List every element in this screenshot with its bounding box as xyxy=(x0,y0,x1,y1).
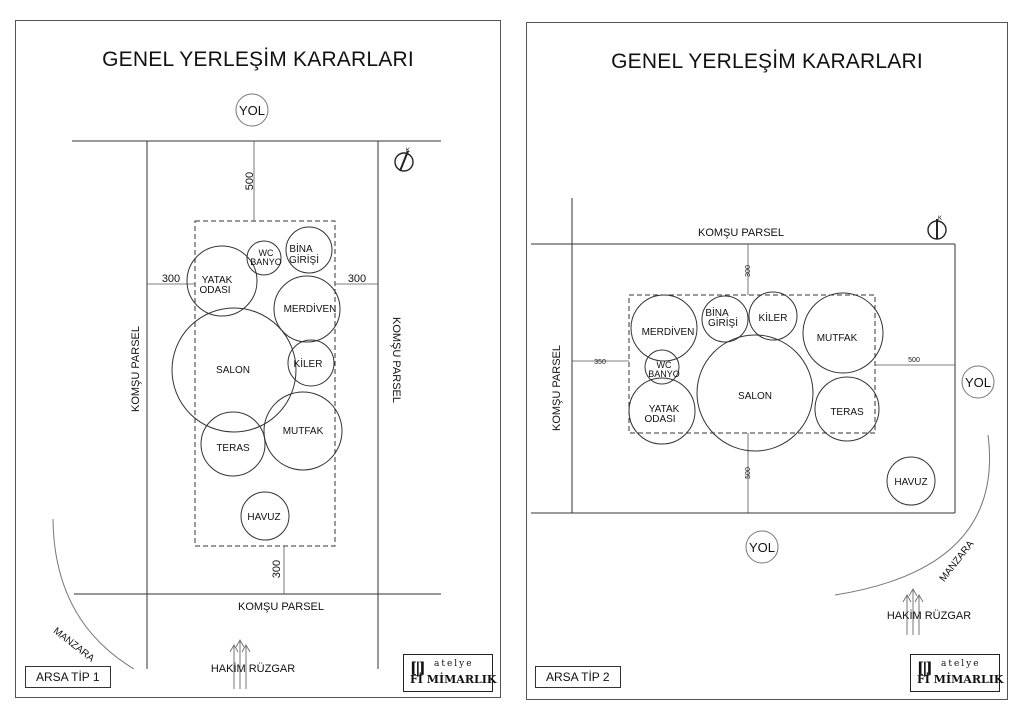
label-yatak-1: YATAK xyxy=(202,275,233,286)
bubble-teras xyxy=(814,376,880,442)
sheet-type-box: ARSA TİP 1 xyxy=(25,666,111,688)
sheet-title: GENEL YERLEŞİM KARARLARI xyxy=(102,48,414,71)
bubble-yatak-odasi xyxy=(186,245,258,317)
label-kiler: KİLER xyxy=(759,311,788,324)
label-yatak-1: YATAK xyxy=(649,404,680,415)
bubble-bina-girisi xyxy=(701,295,749,343)
label-bina-1: BİNA xyxy=(289,242,313,255)
label-teras: TERAS xyxy=(216,443,250,454)
north-label: K xyxy=(406,148,410,154)
label-mutfak: MUTFAK xyxy=(283,426,324,437)
label-havuz: HAVUZ xyxy=(894,477,927,488)
dimension-top: 500 xyxy=(244,172,256,190)
dimension-bottom: 500 xyxy=(745,467,752,479)
label-merdiven: MERDİVEN xyxy=(284,302,337,315)
sheet-title: GENEL YERLEŞİM KARARLARI xyxy=(611,50,923,73)
sheet-type-box: ARSA TİP 2 xyxy=(535,666,621,688)
label-wc-1: WC xyxy=(259,248,274,258)
label-wc-1: WC xyxy=(657,360,672,370)
north-arrow-icon: K xyxy=(927,216,947,240)
bubble-bina-girisi xyxy=(285,226,333,274)
label-bina-2: GİRİŞİ xyxy=(289,253,319,266)
label-merdiven: MERDİVEN xyxy=(642,325,695,338)
dimension-left: 300 xyxy=(162,273,180,285)
wind-arrows-icon xyxy=(229,638,251,689)
dimension-right: 300 xyxy=(348,273,366,285)
firm-logo: [|] atelye Fİ MİMARLIK xyxy=(910,654,1004,692)
neighbor-label-top: KOMŞU PARSEL xyxy=(698,227,784,239)
north-arrow-icon: K xyxy=(394,148,414,172)
neighbor-label-left: KOMŞU PARSEL xyxy=(130,326,142,412)
wind-label: HAKİM RÜZGAR xyxy=(887,609,971,622)
dimension-left: 350 xyxy=(594,359,606,366)
bubble-salon xyxy=(171,307,297,433)
label-bina-1: BİNA xyxy=(705,306,729,319)
label-yatak-2: ODASI xyxy=(199,285,230,296)
site-plan-diagram: YOL 500 300 300 300 KOMŞU PARSEL KOMŞU P… xyxy=(51,93,441,689)
neighbor-label-right: KOMŞU PARSEL xyxy=(390,317,402,403)
bubble-havuz xyxy=(240,491,290,541)
bubble-yatak-odasi xyxy=(628,377,696,445)
neighbor-label-bottom: KOMŞU PARSEL xyxy=(238,601,324,613)
road-label-bottom: YOL xyxy=(749,540,775,555)
building-footprint xyxy=(194,220,336,547)
label-wc-2: BANYO xyxy=(250,257,282,267)
view-arc xyxy=(52,518,135,670)
bubble-mutfak xyxy=(802,292,884,374)
bubble-merdiven xyxy=(630,294,698,362)
logo-mark-icon: [|] xyxy=(410,659,426,677)
label-teras: TERAS xyxy=(830,407,864,418)
firm-logo: [|] atelye Fİ MİMARLIK xyxy=(403,654,497,692)
label-bina-2: GİRİŞİ xyxy=(708,316,738,329)
logo-subtitle: atelye xyxy=(941,659,981,669)
road-label-right: YOL xyxy=(965,375,991,390)
sheet-arsa-tip-2: GENEL YERLEŞİM KARARLARI KOMŞU PARSEL KO… xyxy=(526,22,1008,700)
bubble-havuz xyxy=(886,456,936,506)
label-salon: SALON xyxy=(216,365,250,376)
building-footprint xyxy=(628,294,876,434)
label-mutfak: MUTFAK xyxy=(817,333,858,344)
logo-subtitle: atelye xyxy=(434,659,474,669)
bubble-wc-banyo xyxy=(644,349,680,385)
label-yatak-2: ODASI xyxy=(644,414,675,425)
bubble-teras xyxy=(200,411,266,477)
dimension-top: 300 xyxy=(745,265,752,277)
wind-arrows-icon xyxy=(902,587,924,635)
bubble-kiler xyxy=(748,291,798,341)
bubble-kiler xyxy=(287,339,335,387)
label-havuz: HAVUZ xyxy=(247,512,280,523)
logo-name: Fİ MİMARLIK xyxy=(410,673,497,686)
north-label: K xyxy=(938,216,942,222)
neighbor-label-left: KOMŞU PARSEL xyxy=(551,345,563,431)
bubble-salon xyxy=(696,334,814,452)
dimension-bottom: 300 xyxy=(271,560,283,578)
dimension-right: 500 xyxy=(908,357,920,364)
sheet-arsa-tip-1: GENEL YERLEŞİM KARARLARI YOL 500 300 300… xyxy=(15,20,501,698)
road-marker xyxy=(235,93,269,127)
label-wc-2: BANYO xyxy=(648,369,680,379)
bubble-mutfak xyxy=(263,391,343,471)
label-salon: SALON xyxy=(738,391,772,402)
road-label: YOL xyxy=(239,103,265,118)
view-label: MANZARA xyxy=(938,539,977,585)
site-plan-diagram: KOMŞU PARSEL KOMŞU PARSEL K 300 350 500 … xyxy=(531,198,995,635)
wind-label: HAKİM RÜZGAR xyxy=(211,662,295,675)
bubble-merdiven xyxy=(273,275,341,343)
logo-mark-icon: [|] xyxy=(917,659,933,677)
road-marker-right xyxy=(961,365,995,399)
space-bubbles xyxy=(171,226,343,541)
space-bubbles xyxy=(628,291,936,506)
label-kiler: KİLER xyxy=(294,357,323,370)
view-arc xyxy=(834,434,990,596)
logo-name: Fİ MİMARLIK xyxy=(917,673,1004,686)
bubble-wc-banyo xyxy=(246,240,282,276)
road-marker-bottom xyxy=(745,530,779,564)
